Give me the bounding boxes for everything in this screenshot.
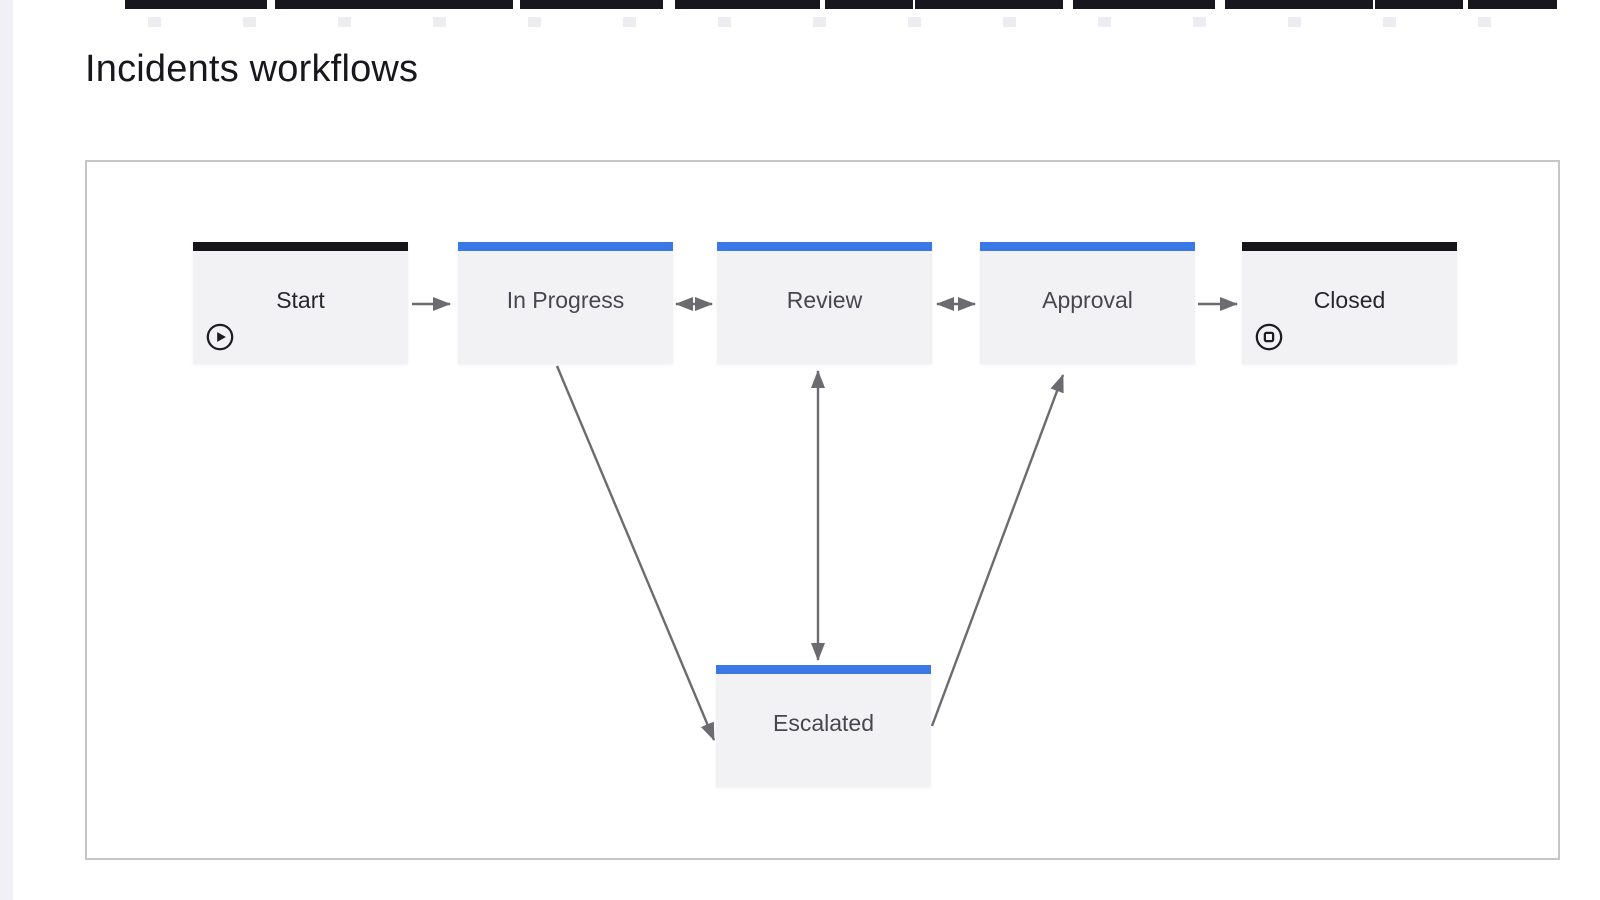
play-icon [205, 322, 235, 352]
cropped-top-content [125, 0, 1557, 9]
page-title: Incidents workflows [85, 48, 419, 90]
node-closed[interactable]: Closed [1242, 242, 1457, 364]
node-approval-label: Approval [1042, 287, 1133, 313]
node-in-progress[interactable]: In Progress [458, 242, 673, 364]
stop-icon [1254, 322, 1284, 352]
node-escalated[interactable]: Escalated [716, 665, 931, 787]
node-approval[interactable]: Approval [980, 242, 1195, 364]
cropped-top-content-faint [148, 17, 1548, 27]
node-start[interactable]: Start [193, 242, 408, 364]
node-closed-label: Closed [1313, 287, 1386, 313]
node-review[interactable]: Review [717, 242, 932, 364]
node-review-label: Review [786, 287, 863, 313]
node-escalated-label: Escalated [772, 710, 874, 736]
left-edge-strip [0, 0, 13, 900]
node-start-label: Start [276, 287, 325, 313]
node-in-progress-label: In Progress [506, 287, 625, 313]
